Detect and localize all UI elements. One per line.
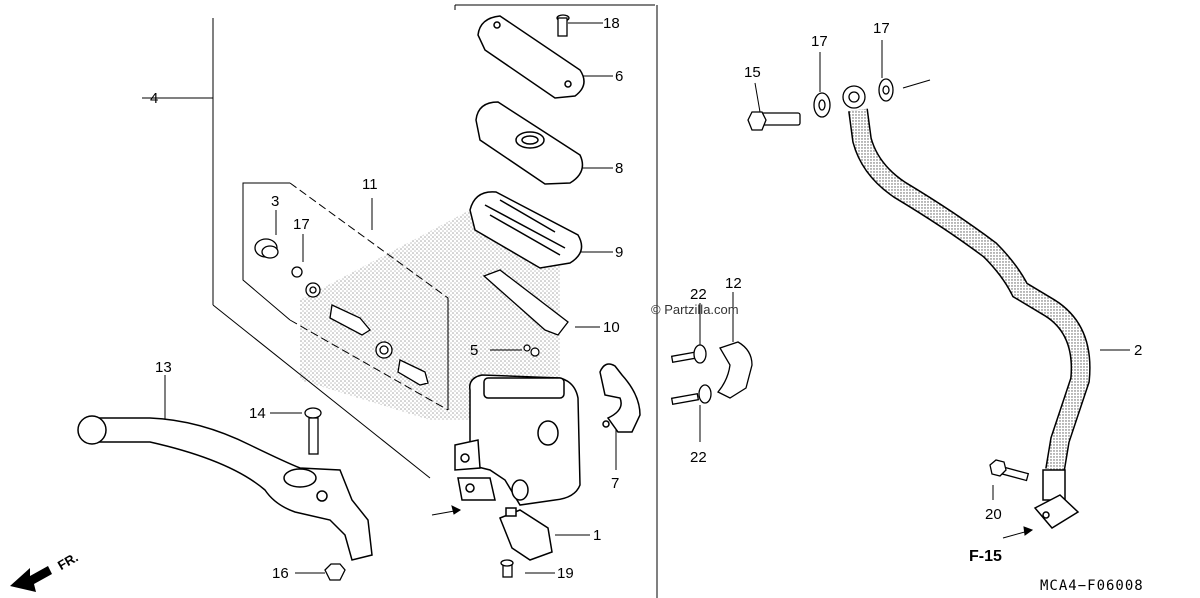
leader-lines [164,22,1130,574]
callout-14: 14 [249,405,266,422]
callout-18: 17 [293,216,310,233]
brake-switch [499,507,553,561]
callout-10: 10 [603,319,620,336]
cap-screw [556,14,570,37]
callout-6: 6 [615,68,624,85]
drawing-code: MCA4−F06008 [1040,578,1144,594]
callout-16: 16 [272,565,289,582]
frame-lines [142,4,658,598]
callout-22-top: 22 [690,286,707,303]
callout-3: 3 [271,193,280,210]
pivot-bolt [304,407,322,455]
callout-15: 15 [744,64,761,81]
callout-7: 7 [611,475,620,492]
brake-hose [848,108,1091,529]
lever-nut [324,563,346,581]
brake-lever [77,415,373,561]
callout-19: 18 [603,15,620,32]
mounting-bolts [670,341,753,405]
callout-13: 13 [155,359,172,376]
diaphragm [469,191,583,269]
diaphragm-plate [475,101,584,185]
front-arrow [10,566,52,592]
callout-8: 8 [615,160,624,177]
callout-20: 19 [557,565,574,582]
callout-17-left: 17 [811,33,828,50]
callout-21: 20 [985,506,1002,523]
exploded-axis-shading [300,210,560,420]
banjo-parts [747,78,894,131]
hose-bolt [989,459,1030,482]
watermark: © Partzilla.com [651,302,739,317]
direction-arrows [431,505,1034,539]
callout-2: 2 [1134,342,1143,359]
master-cylinder-body [454,374,581,506]
callout-4: 4 [150,90,159,107]
piston-parts [254,238,429,386]
reservoir-cap [477,15,585,99]
callout-1: 1 [593,527,602,544]
callout-22-bottom: 22 [690,449,707,466]
callout-12: 12 [725,275,742,292]
callout-11: 11 [362,176,378,193]
callout-5: 5 [470,342,479,359]
float-plate [482,269,569,336]
group-11-box [242,182,449,411]
holder-clamp [599,363,641,433]
callout-17-right: 17 [873,20,890,37]
callout-9: 9 [615,244,624,261]
figure-id: F-15 [969,548,1002,565]
pin [523,344,540,357]
switch-screw [500,559,514,578]
